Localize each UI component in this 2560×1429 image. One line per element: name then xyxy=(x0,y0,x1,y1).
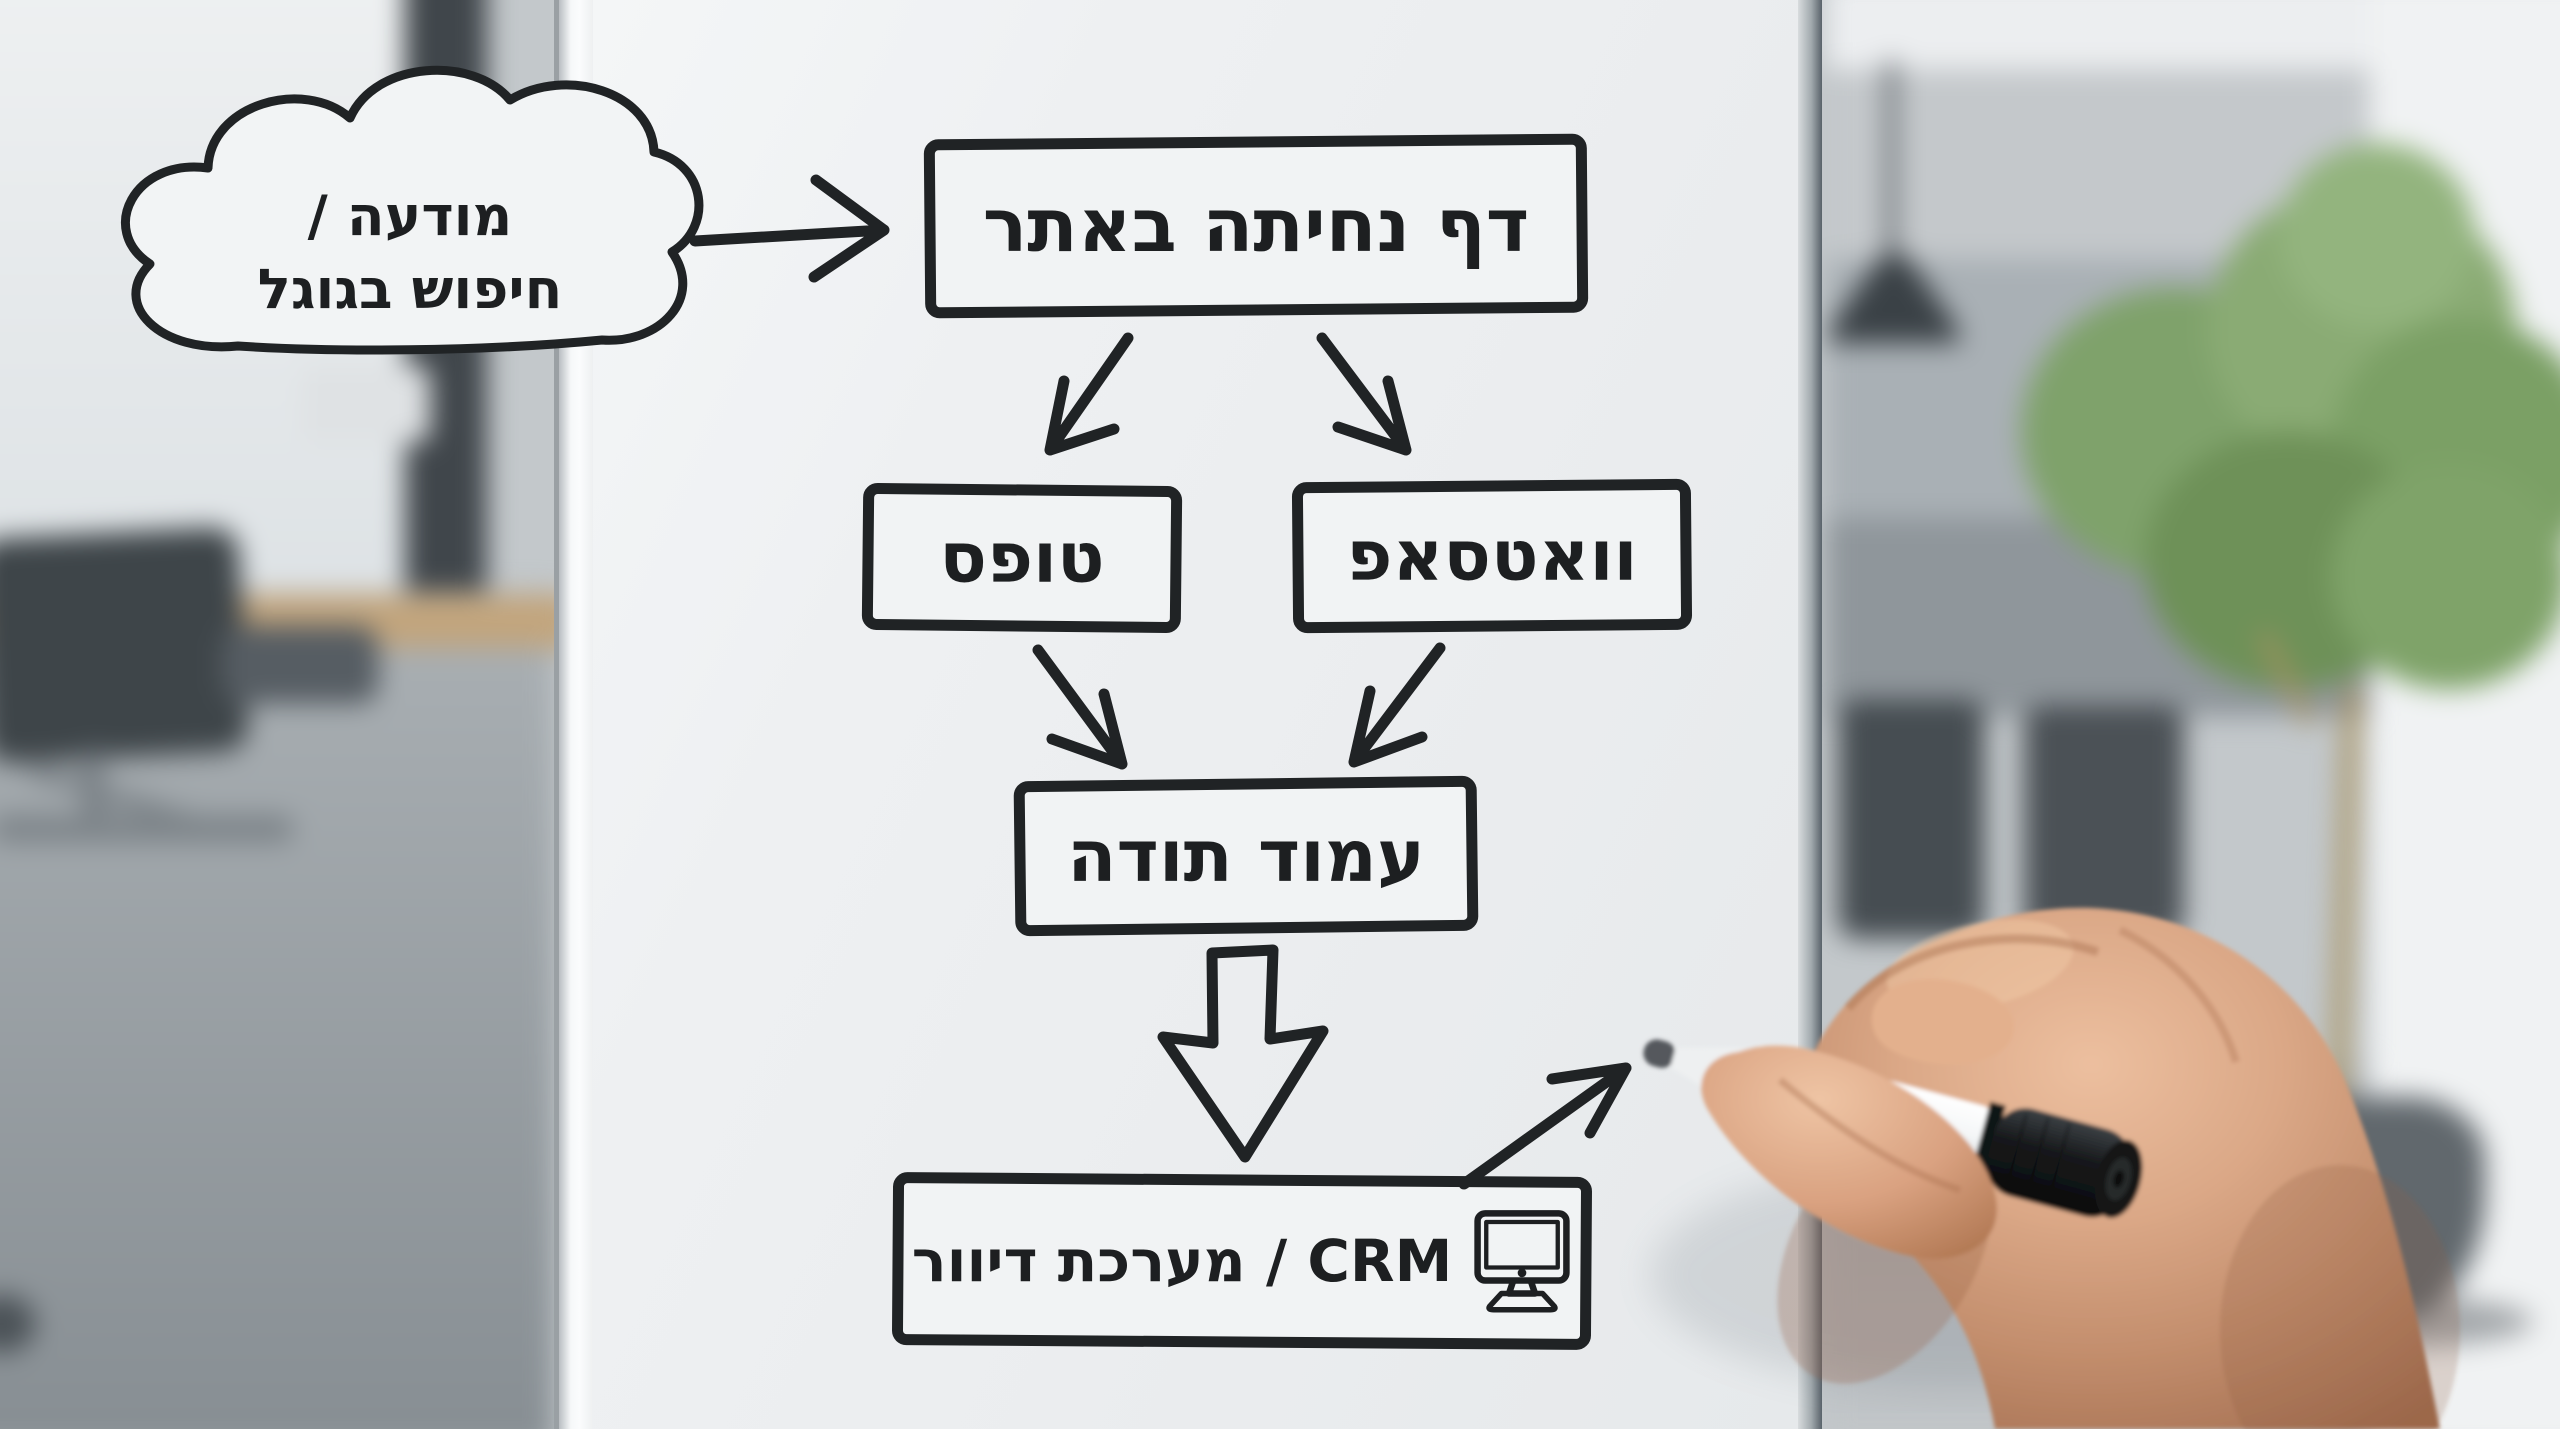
arrow-form-to-thank-you xyxy=(1032,644,1128,770)
block-arrow-down xyxy=(1157,944,1329,1163)
plant-foliage xyxy=(2279,143,2475,329)
pendant-lamp-cord xyxy=(1886,60,1896,263)
desk-item xyxy=(301,365,431,443)
office-chair-base xyxy=(0,814,295,843)
form-node-label: טופס xyxy=(939,517,1105,599)
node-box-form xyxy=(861,482,1183,634)
thumb-crease xyxy=(1777,1077,1962,1194)
arrow-whatsapp-to-thank-you xyxy=(1348,642,1446,768)
arrow-landing-to-whatsapp xyxy=(1316,332,1412,456)
thank-you-node-label: עמוד תודה xyxy=(1067,814,1425,898)
meeting-chair xyxy=(2023,705,2185,939)
node-box-thank-you xyxy=(1013,775,1479,937)
crm-node: CRM / מערכת דיוור xyxy=(898,1180,1586,1342)
cloud-label-line1: מודעה / xyxy=(307,184,513,249)
arrow-cloud-to-landing xyxy=(689,174,890,283)
marker-cap-end-dot xyxy=(2113,1170,2125,1188)
node-box-landing-page xyxy=(923,133,1589,319)
landing-page-node-label: דף נחיתה באתר xyxy=(982,183,1530,269)
wrist-shading xyxy=(2220,1165,2460,1429)
plant-foliage xyxy=(2330,462,2560,690)
index-fingertip xyxy=(1871,978,2015,1065)
arrow-landing-to-form xyxy=(1044,332,1134,456)
annotation-arrow-to-pen xyxy=(1458,1062,1632,1190)
whiteboard-left-seam xyxy=(554,0,559,1429)
office-chair-armrest xyxy=(222,625,379,704)
cloud-ad-or-google-search: מודעה / חיפוש בגוגל xyxy=(195,168,625,338)
thumb xyxy=(1701,1045,1997,1259)
marker-tip xyxy=(1643,1039,1676,1068)
node-box-whatsapp xyxy=(1291,478,1693,634)
index-finger-crease xyxy=(1844,934,2100,1011)
cloud-label-line2: חיפוש בגוגל xyxy=(257,257,563,321)
meeting-chair xyxy=(1838,699,1985,939)
cloud-shape xyxy=(120,65,704,355)
middle-finger-crease xyxy=(2118,926,2240,1064)
computer-icon xyxy=(1474,1210,1570,1313)
node-box-crm xyxy=(892,1172,1592,1350)
whatsapp-node-label: וואטסאפ xyxy=(1346,515,1638,597)
marker-cap-ridges xyxy=(2004,1113,2072,1203)
crm-node-label: CRM / מערכת דיוור xyxy=(911,1227,1453,1295)
